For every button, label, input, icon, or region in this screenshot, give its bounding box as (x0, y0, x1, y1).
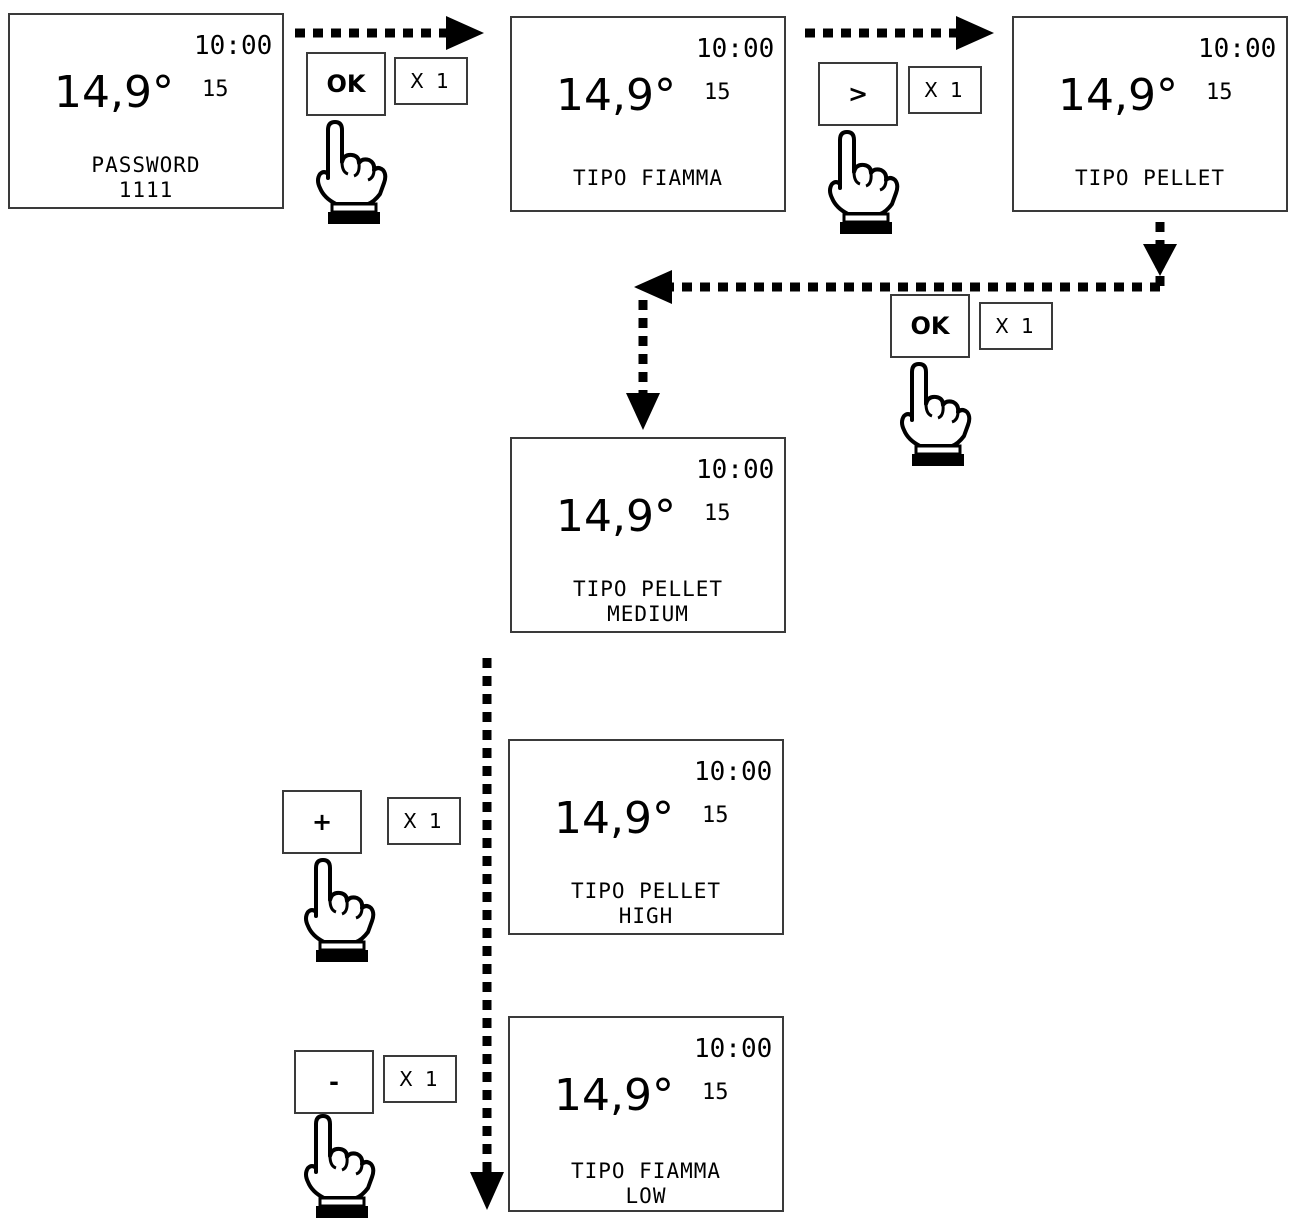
screen-line: HIGH (618, 904, 674, 928)
pointing-hand-icon (316, 120, 388, 226)
temperature: 14,9° (554, 793, 674, 844)
repeat-count: X 1 (979, 302, 1053, 350)
minus-button[interactable]: - (294, 1050, 374, 1114)
clock: 10:00 (696, 455, 775, 485)
pointing-hand-icon (828, 130, 900, 236)
ok-button[interactable]: OK (306, 52, 386, 116)
arrow-head-2 (956, 16, 994, 50)
arrow-head-6 (470, 1172, 504, 1210)
screen-line: PASSWORD (91, 153, 201, 177)
arrow-head-4 (634, 270, 672, 304)
temperature: 14,9° (556, 70, 676, 121)
setpoint: 15 (702, 1080, 729, 1105)
temperature: 14,9° (556, 491, 676, 542)
temperature: 14,9° (54, 67, 174, 118)
clock: 10:00 (194, 31, 273, 61)
temperature: 14,9° (1058, 70, 1178, 121)
clock: 10:00 (696, 34, 775, 64)
display-screen-password: 10:00 14,9° 15 PASSWORD 1111 (8, 13, 284, 209)
setpoint: 15 (704, 80, 731, 105)
display-screen-tipo-fiamma: 10:00 14,9° 15 TIPO FIAMMA (510, 16, 786, 212)
arrow-head-3 (1143, 244, 1177, 276)
repeat-count: X 1 (383, 1055, 457, 1103)
next-button[interactable]: > (818, 62, 898, 126)
display-screen-tipo-pellet: 10:00 14,9° 15 TIPO PELLET (1012, 16, 1288, 212)
screen-line: TIPO FIAMMA (572, 166, 724, 190)
screen-line: TIPO PELLET (570, 879, 722, 903)
screen-line: LOW (625, 1184, 667, 1208)
setpoint: 15 (704, 501, 731, 526)
screen-line: 1111 (118, 178, 174, 202)
clock: 10:00 (694, 757, 773, 787)
temperature: 14,9° (554, 1070, 674, 1121)
clock: 10:00 (694, 1034, 773, 1064)
setpoint: 15 (702, 803, 729, 828)
repeat-count: X 1 (908, 66, 982, 114)
plus-button[interactable]: + (282, 790, 362, 854)
setpoint: 15 (1206, 80, 1233, 105)
pointing-hand-icon (304, 858, 376, 964)
screen-line: TIPO PELLET (572, 577, 724, 601)
screen-line: TIPO FIAMMA (570, 1159, 722, 1183)
repeat-count: X 1 (394, 57, 468, 105)
screen-line: TIPO PELLET (1074, 166, 1226, 190)
arrow-head-1 (446, 16, 484, 50)
ok-button[interactable]: OK (890, 294, 970, 358)
clock: 10:00 (1198, 34, 1277, 64)
pointing-hand-icon (304, 1114, 376, 1220)
screen-line: MEDIUM (607, 602, 689, 626)
pointing-hand-icon (900, 362, 972, 468)
display-screen-pellet-high: 10:00 14,9° 15 TIPO PELLET HIGH (508, 739, 784, 935)
repeat-count: X 1 (387, 797, 461, 845)
setpoint: 15 (202, 77, 229, 102)
display-screen-pellet-medium: 10:00 14,9° 15 TIPO PELLET MEDIUM (510, 437, 786, 633)
arrow-head-5 (626, 393, 660, 430)
display-screen-fiamma-low: 10:00 14,9° 15 TIPO FIAMMA LOW (508, 1016, 784, 1212)
